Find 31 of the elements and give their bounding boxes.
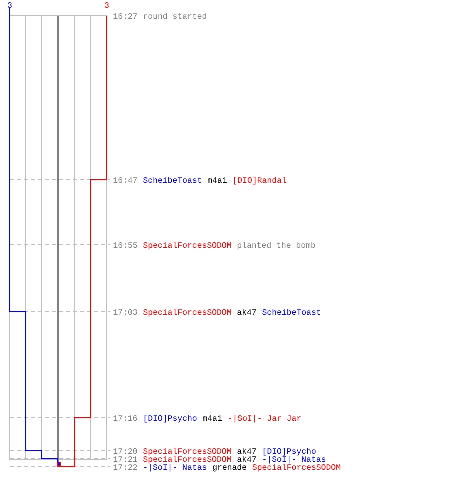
player-name: SpecialForcesSODOM [144, 309, 232, 317]
weapon-name: m4a1 [208, 178, 227, 184]
score-label: 3 [8, 2, 12, 8]
timestamp: 16:27 [114, 14, 138, 20]
score-label: 3 [105, 2, 109, 8]
weapon-name: ak47 [238, 456, 256, 462]
timestamp: 17:22 [114, 464, 138, 470]
weapon-name: m4a1 [203, 416, 222, 422]
player-name: SpecialForcesSODOM [144, 456, 232, 464]
player-name: -|SoI|- Jar Jar [229, 415, 301, 423]
weapon-name: ak47 [238, 309, 256, 316]
player-name: [DIO]Psycho [264, 448, 316, 456]
timestamp: 17:21 [114, 456, 138, 462]
player-name: SpecialForcesSODOM [144, 448, 232, 456]
timestamp: 17:03 [114, 310, 138, 316]
event-text: planted the bomb [238, 242, 316, 250]
player-name: SpecialForcesSODOM [144, 242, 232, 250]
player-name: -|SoI|- Natas [144, 464, 206, 472]
player-name: [DIO]Psycho [144, 415, 197, 423]
player-name: -|SoI|- Natas [264, 456, 326, 464]
event-text: round started [144, 13, 206, 20]
weapon-name: grenade [213, 464, 246, 472]
timestamp: 16:55 [114, 242, 138, 248]
player-name: ScheibeToast [262, 309, 320, 316]
timestamp: 17:16 [114, 416, 138, 422]
weapon-name: ak47 [238, 448, 256, 454]
timestamp: 16:47 [114, 178, 138, 184]
player-name: SpecialForcesSODOM [252, 464, 340, 472]
player-name: ScheibeToast [144, 177, 202, 184]
timestamp: 17:20 [114, 448, 138, 454]
player-name: [DIO]Randal [234, 177, 286, 185]
